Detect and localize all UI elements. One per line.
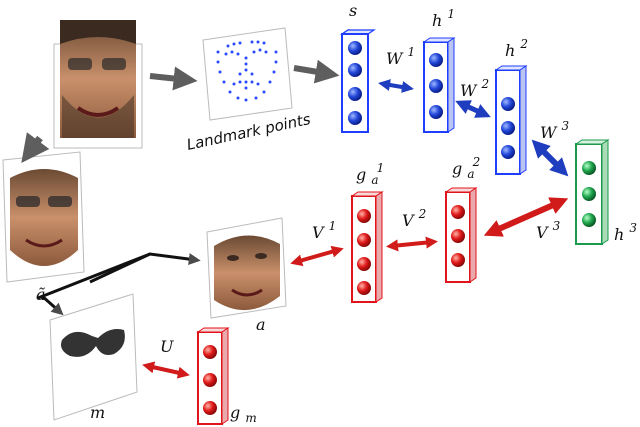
layer-h2-node: [501, 145, 515, 159]
v3-arrow: [483, 197, 569, 237]
split-connector: [37, 252, 201, 316]
layer-h2-node: [501, 97, 515, 111]
label-m: m: [90, 403, 105, 422]
landmark-points-image: [202, 27, 293, 121]
layer-h1-node: [429, 79, 443, 93]
face-no-glasses-image: [206, 217, 287, 319]
w3-arrow: [531, 139, 569, 177]
layer-s: [340, 28, 376, 134]
layer-s-node: [348, 87, 362, 101]
layer-h1: [422, 37, 456, 133]
label-v3: V 3: [536, 219, 561, 242]
label-a-tilde: ã: [36, 285, 46, 304]
w2-arrow: [455, 100, 491, 118]
occlusion-mask-image: [49, 293, 138, 421]
layer-ga1-node: [357, 233, 371, 247]
layer-gm: [196, 327, 230, 425]
label-h3: h 3: [614, 221, 637, 244]
layer-s-node: [348, 111, 362, 125]
label-w1: W 1: [386, 45, 415, 68]
w1-arrow: [378, 79, 414, 93]
layer-gm-node: [203, 345, 217, 359]
label-w2: W 2: [460, 77, 489, 100]
layer-gm-node: [203, 373, 217, 387]
u-arrow: [142, 361, 190, 379]
face-to-crop-arrow: [21, 132, 50, 163]
layer-s-node: [348, 63, 362, 77]
layer-h3-node: [582, 187, 596, 201]
label-s: s: [349, 1, 357, 20]
layer-h2: [494, 65, 528, 175]
layer-ga1-node: [357, 257, 371, 271]
label-a: a: [256, 315, 266, 334]
label-ga1: g a 1: [356, 161, 384, 188]
label-gm: g m: [230, 403, 257, 425]
label-h1: h 1: [432, 7, 455, 30]
layer-h3-node: [582, 161, 596, 175]
layer-h3: [574, 139, 610, 245]
landmark-points-caption: Landmark points: [185, 110, 312, 154]
layer-ga2-node: [451, 229, 465, 243]
label-ga2: g a 2: [452, 155, 480, 182]
cropped-face-image: [2, 151, 85, 283]
label-u: U: [160, 337, 174, 356]
label-h2: h 2: [505, 37, 528, 60]
layer-h1-node: [429, 53, 443, 67]
layer-h1-node: [429, 105, 443, 119]
label-v2: V 2: [402, 207, 426, 230]
layer-s-node: [348, 41, 362, 55]
layer-ga1-node: [357, 281, 371, 295]
layer-ga2-node: [451, 253, 465, 267]
face-to-landmark-arrow: [149, 66, 198, 91]
v1-arrow: [290, 245, 344, 267]
layer-ga1: [350, 191, 384, 303]
landmark-to-s-arrow: [293, 59, 340, 84]
layer-ga2: [444, 187, 478, 283]
layer-ga1-node: [357, 209, 371, 223]
layer-ga2-node: [451, 205, 465, 219]
layer-h3-node: [582, 213, 596, 227]
layer-h2-node: [501, 121, 515, 135]
input-face-image: [53, 20, 143, 149]
label-w3: W 3: [540, 119, 570, 142]
label-v1: V 1: [312, 219, 336, 242]
v2-arrow: [386, 236, 438, 252]
layer-gm-node: [203, 401, 217, 415]
